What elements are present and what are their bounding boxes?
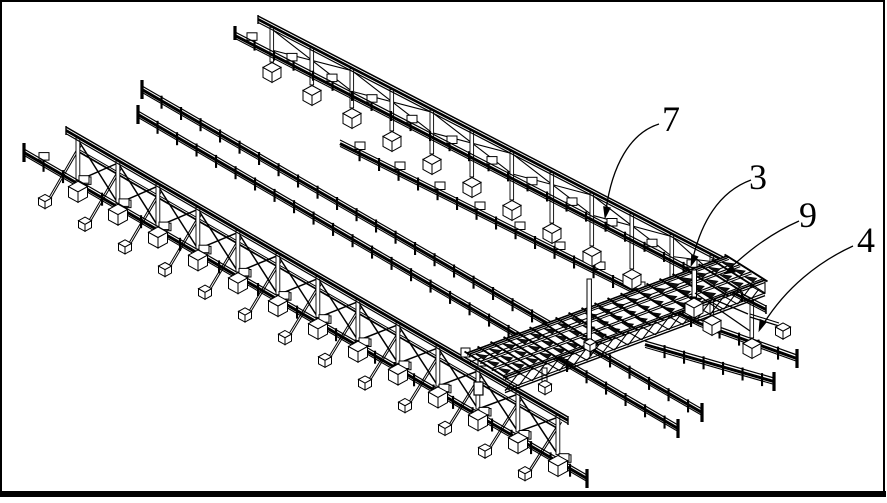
svg-text:4: 4 <box>857 220 875 260</box>
svg-text:7: 7 <box>662 99 680 139</box>
svg-text:3: 3 <box>749 157 767 197</box>
svg-text:9: 9 <box>799 195 817 235</box>
